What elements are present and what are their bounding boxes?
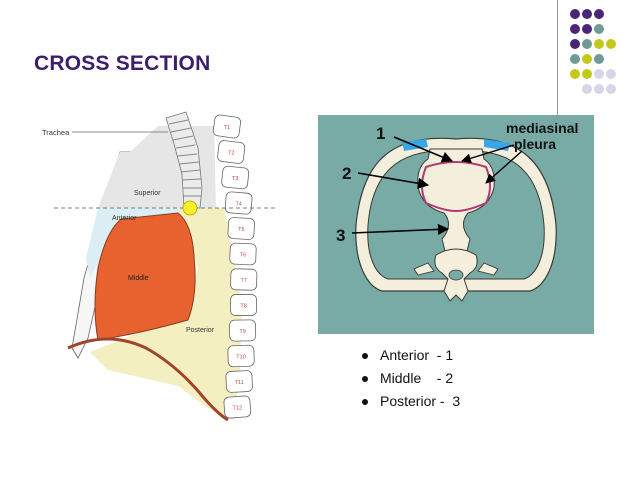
decorative-dot: [606, 69, 616, 79]
decorative-dot: [582, 24, 592, 34]
vertebra-body: T6: [229, 242, 257, 266]
vertebra-body: T2: [217, 140, 246, 164]
vertebra: [413, 248, 499, 302]
vertebra-label: T10: [236, 355, 245, 361]
arrow-2: [357, 172, 430, 189]
slide-title: CROSS SECTION: [34, 52, 211, 75]
vertebra-body: T9: [229, 319, 257, 342]
decorative-dot: [582, 69, 592, 79]
decorative-dot: [594, 9, 604, 19]
decorative-dot-grid: [570, 9, 616, 94]
label-superior: Superior: [134, 190, 161, 197]
legend-item: Posterior - 3: [358, 393, 460, 416]
decorative-dot: [570, 24, 580, 34]
label-posterior: Posterior: [186, 327, 215, 334]
posterior-region: [90, 208, 242, 420]
bullet-icon: [362, 399, 368, 405]
decorative-dot: [606, 39, 616, 49]
arrow-3: [351, 223, 450, 236]
decorative-dot: [570, 9, 580, 19]
diaphragm: [67, 337, 229, 422]
vertebra-body: T7: [230, 268, 258, 291]
decorative-dot: [582, 39, 592, 49]
decorative-dot: [594, 24, 604, 34]
vertebra-label: T8: [240, 304, 246, 310]
annotation-1: 1: [376, 124, 385, 143]
arrow-1: [393, 136, 454, 163]
legend-item: Anterior - 1: [358, 347, 460, 370]
decorative-dot: [594, 84, 604, 94]
vertebra-label: T2: [228, 151, 234, 157]
vertebra-label: T5: [238, 227, 244, 233]
vertebra-body: T12: [223, 395, 252, 419]
decorative-dot: [582, 9, 592, 19]
dot-grid-group: [570, 9, 616, 94]
vertebra-label: T3: [232, 176, 238, 182]
decorative-dot: [606, 84, 616, 94]
vertebra-body: T10: [227, 344, 255, 368]
decorative-dot: [582, 54, 592, 64]
vertebra-label: T6: [240, 253, 246, 259]
vertebra-body: T11: [225, 370, 253, 393]
trachea: [165, 111, 203, 209]
arrow-pleura-b: [485, 150, 523, 184]
annotation-3: 3: [336, 226, 345, 245]
annotation-2: 2: [342, 164, 351, 183]
decorative-dot: [570, 54, 580, 64]
decorative-dot: [594, 54, 604, 64]
arrow-pleura-a: [461, 144, 515, 164]
vertebra-label: T4: [235, 202, 241, 208]
vertebra-label: T11: [235, 380, 244, 386]
decorative-dot: [594, 69, 604, 79]
vertebra-body: T1: [212, 114, 242, 139]
label-trachea: Trachea: [42, 128, 70, 137]
vertebra-label: T1: [224, 125, 230, 131]
pleura-label-line1: mediasinal: [506, 120, 578, 136]
decorative-dot: [582, 84, 592, 94]
middle-region: [94, 212, 196, 341]
pleura-label-line2: pleura: [514, 136, 556, 152]
plane-marker: [182, 200, 198, 216]
bullet-icon: [362, 353, 368, 359]
middle-mediastinum-outline: [421, 161, 491, 213]
bullet-icon: [362, 376, 368, 382]
label-anterior: Anterior: [112, 215, 137, 222]
vertebra-body: T4: [224, 191, 253, 215]
transverse-section-diagram: 1 2 3 mediasinal pleura: [318, 115, 594, 334]
decorative-dot: [570, 39, 580, 49]
vertebra-label: T7: [241, 278, 247, 284]
legend-item: Middle - 2: [358, 370, 460, 393]
label-middle: Middle: [128, 275, 149, 282]
vertebra-body: T5: [227, 217, 255, 240]
legend-list: Anterior - 1 Middle - 2 Posterior - 3: [358, 347, 460, 416]
anterior-region: [86, 208, 216, 278]
vertebra-body: T3: [221, 165, 250, 190]
vertebra-label: T9: [239, 329, 245, 335]
divider-line: [557, 0, 558, 118]
vertebra-label: T12: [233, 406, 242, 412]
decorative-dot: [570, 69, 580, 79]
decorative-dot: [594, 39, 604, 49]
vertebra-body: T8: [230, 294, 257, 316]
